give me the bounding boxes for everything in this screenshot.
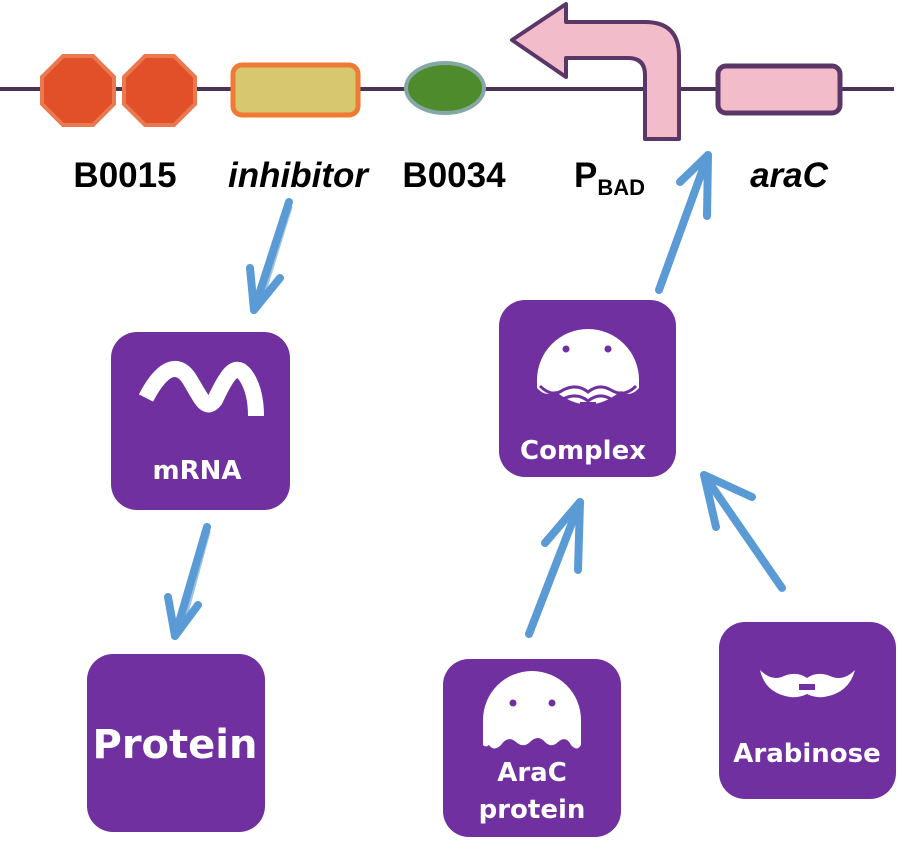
arabinose-mouth-mark	[799, 684, 815, 690]
label-b0034: B0034	[402, 156, 506, 195]
label-pbad-main: P	[574, 156, 597, 195]
node-arabinose: Arabinose	[719, 622, 896, 799]
arrow-mrna-to-protein	[164, 523, 211, 640]
arrow-complex-to-pbad	[655, 151, 712, 294]
node-arabinose-label: Arabinose	[733, 739, 881, 769]
arac-cds-icon	[715, 63, 843, 116]
node-complex: Complex	[499, 300, 676, 477]
node-arabinose-box	[719, 622, 896, 799]
arac-protein-icon	[483, 671, 581, 749]
node-complex-label: Complex	[520, 436, 646, 466]
arac-protein-eye-left	[509, 699, 517, 707]
mrna-wave-icon	[138, 361, 264, 417]
arabinose-icon	[760, 670, 855, 698]
label-pbad: PBAD	[574, 156, 645, 200]
promoter-arrow-icon	[510, 2, 681, 141]
complex-face-icon	[537, 329, 639, 407]
terminator-2-icon	[122, 54, 197, 127]
label-b0015: B0015	[73, 156, 176, 195]
node-arac-protein-label-line2: protein	[479, 795, 586, 825]
terminator-1-icon	[40, 54, 116, 127]
node-arac-protein: AraC protein	[443, 659, 621, 837]
arrow-arabinose-to-complex	[700, 471, 786, 592]
rbs-icon	[404, 61, 486, 115]
node-mrna: mRNA	[111, 332, 290, 510]
arrow-inhibitor-to-mrna	[246, 198, 293, 314]
label-pbad-subscript: BAD	[597, 175, 645, 200]
label-inhibitor: inhibitor	[228, 156, 370, 195]
node-mrna-label: mRNA	[153, 456, 242, 486]
node-protein: Protein	[87, 654, 265, 832]
label-arac: araC	[750, 156, 829, 195]
node-arac-protein-label-line1: AraC	[497, 758, 567, 788]
node-protein-box	[87, 654, 265, 832]
inhibitor-cds-icon	[230, 62, 361, 118]
arac-protein-eye-right	[548, 699, 556, 707]
node-protein-label: Protein	[93, 722, 258, 768]
arrow-arac-to-complex	[525, 498, 584, 638]
